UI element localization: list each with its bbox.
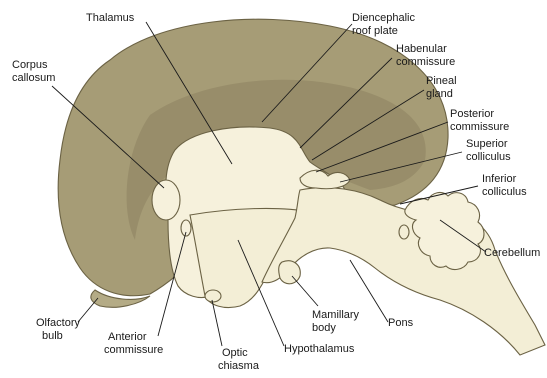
label-optic-chiasma: Optic chiasma — [218, 347, 260, 372]
label-habenular-commissure: Habenular commissure — [396, 43, 455, 68]
label-hypothalamus: Hypothalamus — [284, 343, 355, 355]
label-pons: Pons — [388, 317, 414, 329]
leader-mamillary-body — [292, 276, 318, 306]
label-corpus-callosum: Corpus callosum — [12, 59, 55, 84]
label-thalamus: Thalamus — [86, 12, 135, 24]
label-cerebellum: Cerebellum — [484, 247, 540, 259]
cerebellum-small-loop — [399, 225, 409, 239]
corpus-callosum-loop — [152, 180, 180, 220]
optic-chiasma-shape — [205, 290, 221, 302]
label-diencephalic-roof-plate: Diencephalic roof plate — [352, 12, 418, 37]
label-anterior-commissure: Anterior commissure — [104, 331, 163, 356]
label-olfactory-bulb: Olfactory bulb — [36, 317, 83, 342]
label-inferior-colliculus: Inferior colliculus — [482, 173, 527, 198]
label-superior-colliculus: Superior colliculus — [466, 138, 511, 163]
mamillary-body-shape — [279, 261, 301, 284]
tectum-shape — [300, 170, 350, 188]
label-pineal-gland: Pineal gland — [426, 75, 460, 100]
label-mamillary-body: Mamillary body — [312, 309, 362, 334]
brainstem-region — [262, 188, 545, 355]
label-posterior-commissure: Posterior commissure — [450, 108, 509, 133]
